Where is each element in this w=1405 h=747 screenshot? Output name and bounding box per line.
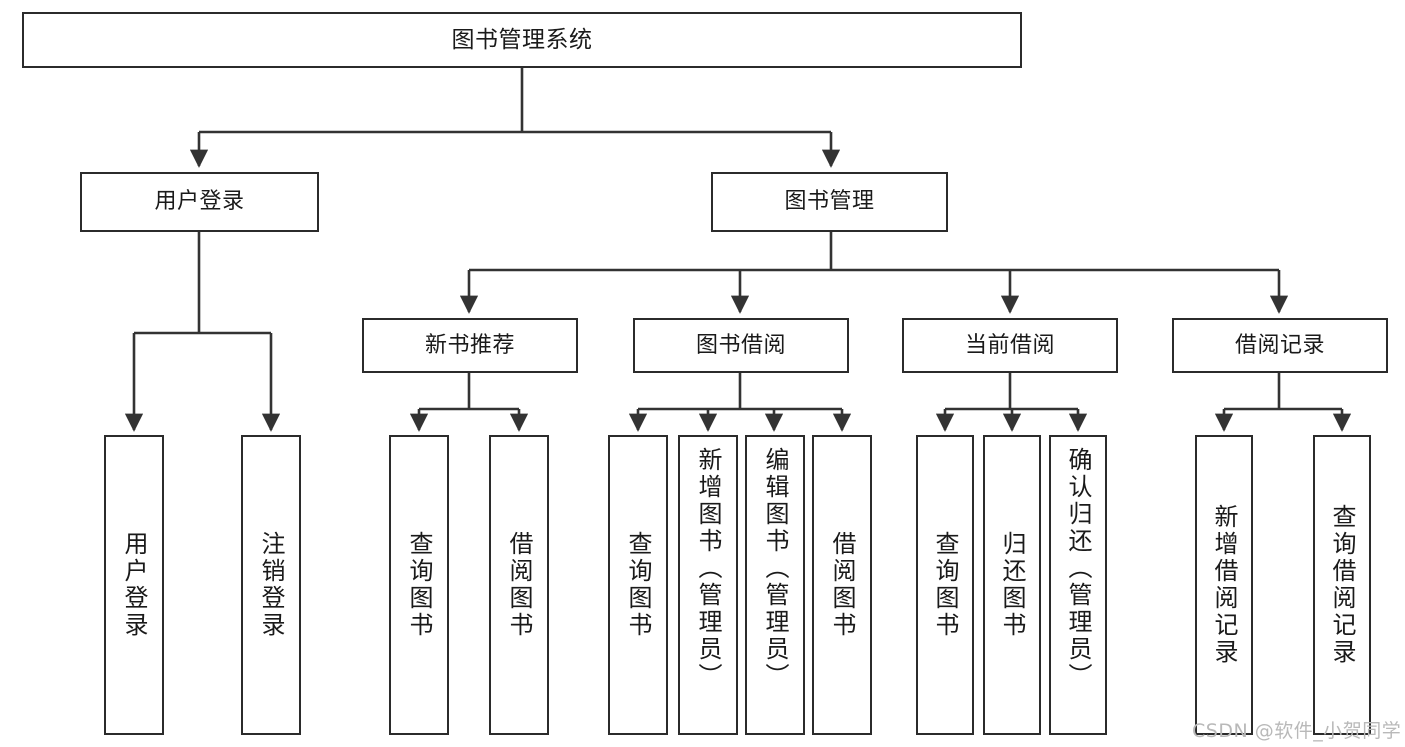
node-label: 编辑图书（管理员） bbox=[761, 447, 789, 690]
node-label: 注销登录 bbox=[257, 531, 285, 639]
node-borrow-record[interactable]: 借阅记录 bbox=[1172, 318, 1388, 373]
node-leaf-confirm-return[interactable]: 确认归还（管理员） bbox=[1049, 435, 1107, 735]
node-leaf-add-book[interactable]: 新增图书（管理员） bbox=[678, 435, 738, 735]
node-leaf-return-book[interactable]: 归还图书 bbox=[983, 435, 1041, 735]
node-current-borrow[interactable]: 当前借阅 bbox=[902, 318, 1118, 373]
node-new-book-recommend[interactable]: 新书推荐 bbox=[362, 318, 578, 373]
node-leaf-borrow-book[interactable]: 借阅图书 bbox=[812, 435, 872, 735]
node-leaf-query-book-recommend[interactable]: 查询图书 bbox=[389, 435, 449, 735]
node-leaf-add-record[interactable]: 新增借阅记录 bbox=[1195, 435, 1253, 735]
node-leaf-user-login[interactable]: 用户登录 bbox=[104, 435, 164, 735]
node-label: 借阅图书 bbox=[828, 531, 856, 639]
node-label: 用户登录 bbox=[120, 531, 148, 639]
node-label: 图书借阅 bbox=[695, 332, 786, 358]
node-leaf-query-book-current[interactable]: 查询图书 bbox=[916, 435, 974, 735]
node-label: 图书管理 bbox=[784, 189, 875, 215]
node-label: 归还图书 bbox=[998, 531, 1026, 639]
node-label: 借阅图书 bbox=[505, 531, 533, 639]
node-label: 查询借阅记录 bbox=[1328, 504, 1356, 666]
node-leaf-query-book-borrow[interactable]: 查询图书 bbox=[608, 435, 668, 735]
node-label: 查询图书 bbox=[624, 531, 652, 639]
node-leaf-user-logout[interactable]: 注销登录 bbox=[241, 435, 301, 735]
node-label: 新增借阅记录 bbox=[1210, 504, 1238, 666]
watermark-text: CSDN @软件_小贺同学 bbox=[1192, 720, 1402, 742]
node-label: 新增图书（管理员） bbox=[694, 447, 722, 690]
node-user-login[interactable]: 用户登录 bbox=[80, 172, 319, 232]
node-leaf-edit-book[interactable]: 编辑图书（管理员） bbox=[745, 435, 805, 735]
node-label: 查询图书 bbox=[405, 531, 433, 639]
node-label: 确认归还（管理员） bbox=[1064, 447, 1092, 690]
node-label: 新书推荐 bbox=[424, 332, 515, 358]
node-label: 图书管理系统 bbox=[451, 26, 593, 53]
node-book-borrow[interactable]: 图书借阅 bbox=[633, 318, 849, 373]
node-label: 查询图书 bbox=[931, 531, 959, 639]
node-label: 当前借阅 bbox=[964, 332, 1055, 358]
node-root-system[interactable]: 图书管理系统 bbox=[22, 12, 1022, 68]
node-leaf-borrow-book-recommend[interactable]: 借阅图书 bbox=[489, 435, 549, 735]
node-label: 用户登录 bbox=[154, 189, 245, 215]
node-leaf-query-record[interactable]: 查询借阅记录 bbox=[1313, 435, 1371, 735]
node-book-manage[interactable]: 图书管理 bbox=[711, 172, 948, 232]
node-label: 借阅记录 bbox=[1234, 332, 1325, 358]
